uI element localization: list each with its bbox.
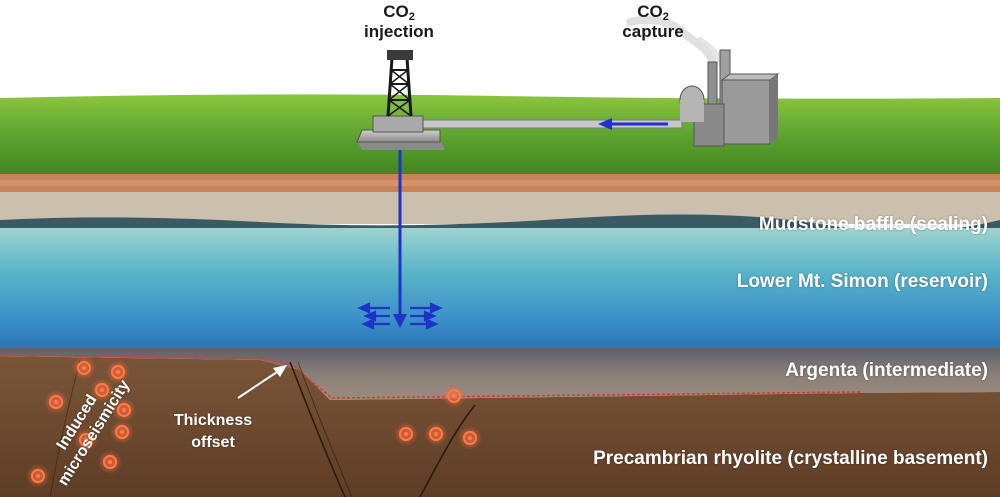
seismic-event-marker [112,398,136,422]
mudstone-baffle-label: Mudstone baffle (sealing) [758,214,988,235]
seismic-event-marker [98,450,122,474]
seismic-event-marker [44,390,68,414]
seismic-event-marker [26,464,50,488]
mudstone-baffle-layer [0,214,1000,232]
fault-line-1 [289,361,346,497]
seismic-event-marker [394,422,418,446]
seismic-event-marker [424,422,448,446]
co2-capture-plant [626,16,780,147]
reservoir-layer [0,228,1000,352]
seismic-event-marker [90,378,114,402]
argenta-label: Argenta (intermediate) [785,360,988,381]
co2-injection-label: CO2 injection [364,2,434,41]
seismic-events [26,356,482,488]
lateral-flow-arrows [357,302,443,330]
seismic-event-marker [110,420,134,444]
argenta-boundary-line [0,354,861,399]
sky [0,0,1000,100]
basement-label: Precambrian rhyolite (crystalline baseme… [593,448,988,469]
thickness-offset-label: Thickness offset [173,412,253,451]
reservoir-label: Lower Mt. Simon (reservoir) [736,271,988,292]
injection-well-platform [356,50,445,150]
seismic-event-marker [74,428,98,452]
basement-layer [0,356,1000,497]
seismic-event-marker [442,384,466,408]
seismic-event-marker [458,426,482,450]
thickness-offset-arrow [237,369,281,399]
drill-tower [386,50,413,117]
co2-capture-label: CO2 capture [622,2,684,41]
fault-line-2 [419,404,476,497]
argenta-layer [0,348,1000,400]
seismic-event-marker [106,360,130,384]
seismic-event-marker [72,356,96,380]
grass-surface [0,94,1000,182]
